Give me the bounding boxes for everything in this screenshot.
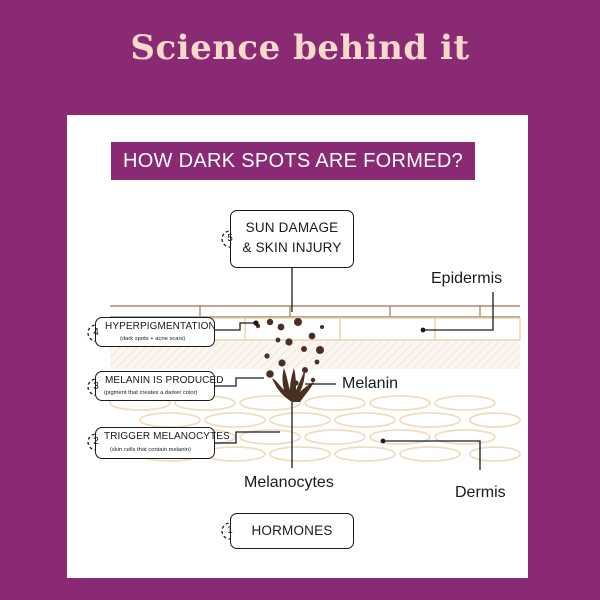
step-hormones-box [230, 513, 354, 549]
label-melanocytes: Melanocytes [244, 474, 334, 491]
step-number-3: 3 [93, 381, 99, 392]
melanocyte-cell [272, 368, 314, 402]
diagram-banner: HOW DARK SPOTS ARE FORMED? [111, 142, 475, 180]
step-melanin-produced-title: MELANIN IS PRODUCED [105, 375, 224, 386]
step-trigger-melanocytes-subtitle: (skin cells that contain melanin) [110, 447, 191, 453]
step-number-4: 4 [93, 327, 99, 338]
step-number-5: 5 [227, 233, 233, 244]
epidermis-cells-top [110, 305, 520, 318]
step-sun-damage-line1: SUN DAMAGE [245, 220, 339, 235]
step-melanin-produced-subtitle: (pigment that creates a darker color) [104, 390, 198, 396]
step-trigger-melanocytes-box [95, 427, 215, 459]
step-number-1: 1 [227, 525, 233, 536]
connector-lines [215, 268, 494, 470]
step-melanin-produced-box [95, 371, 215, 401]
step-hyperpigmentation-box [95, 317, 215, 347]
dermis-layer [109, 395, 521, 462]
step-sun-damage-line2: & SKIN INJURY [242, 240, 342, 255]
page-title: Science behind it [130, 28, 470, 68]
melanin-granules [255, 318, 324, 386]
label-dermis: Dermis [455, 484, 506, 501]
step-hormones-title: HORMONES [251, 523, 333, 538]
step-number-2: 2 [93, 436, 99, 447]
label-epidermis: Epidermis [431, 270, 503, 287]
step-trigger-melanocytes-title: TRIGGER MELANOCYTES [104, 431, 230, 442]
step-hyperpigmentation-subtitle: (dark spots + acne scars) [120, 336, 186, 342]
step-sun-damage-box [230, 210, 354, 268]
step-hyperpigmentation-title: HYPERPIGMENTATION [105, 321, 216, 332]
label-melanin: Melanin [342, 375, 399, 392]
